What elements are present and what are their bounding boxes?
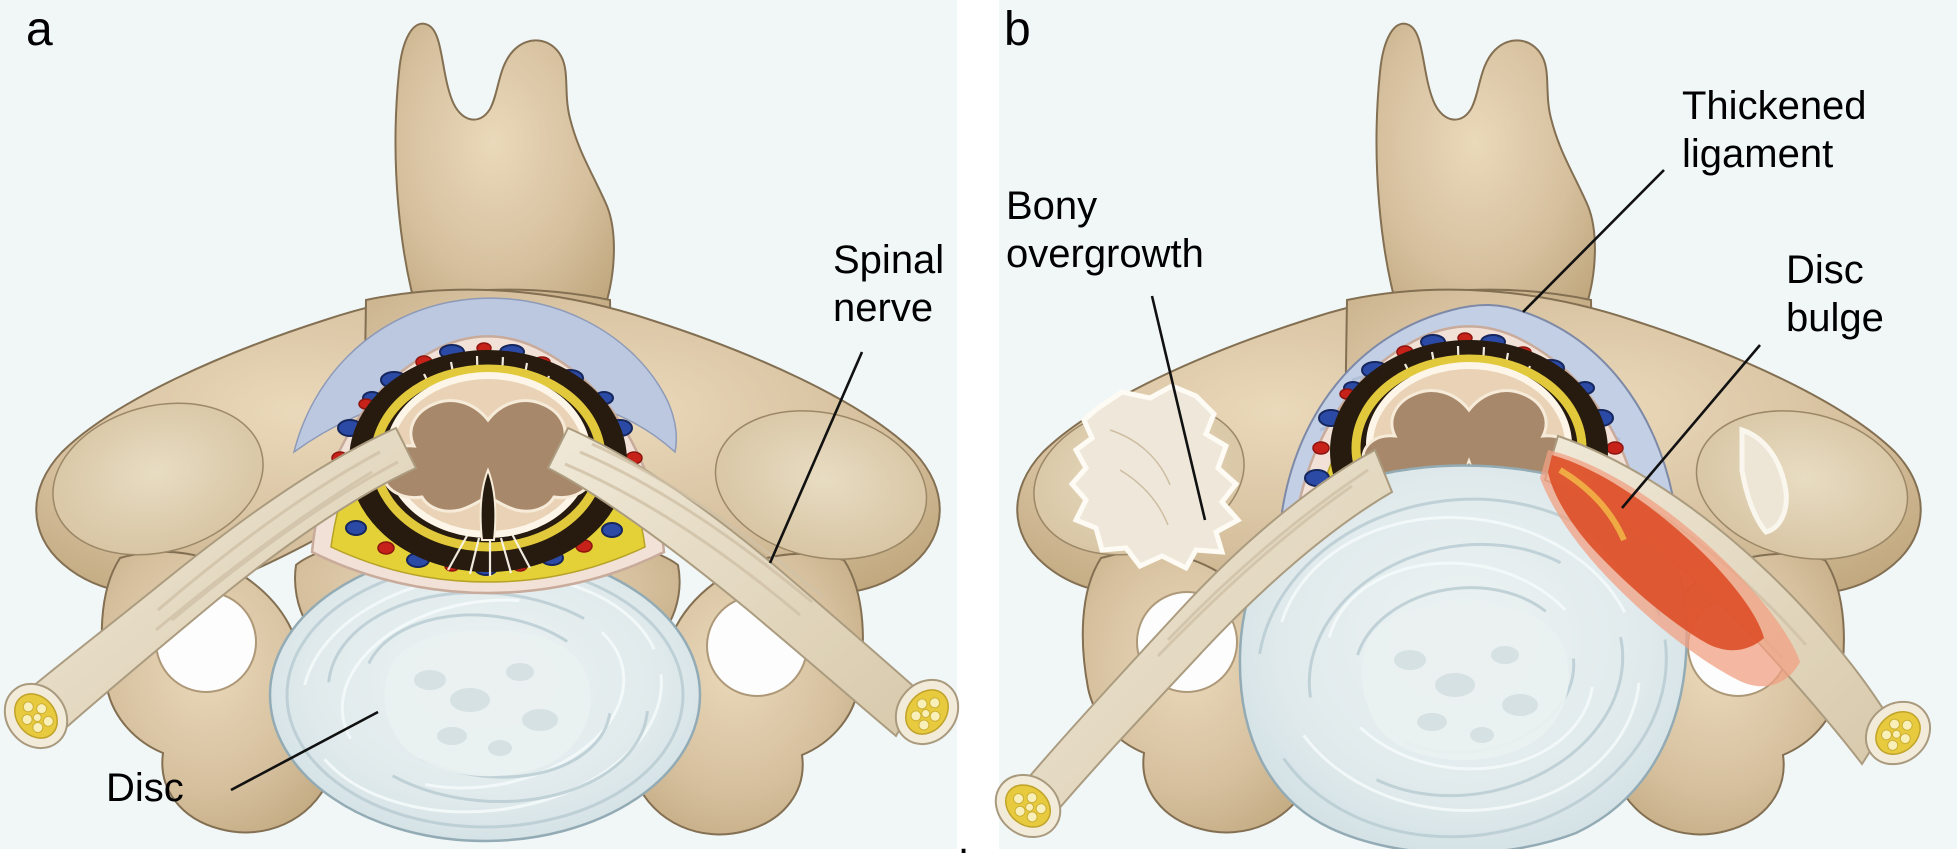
left-spinal-nerve — [0, 426, 418, 762]
disc-bulge-label: Disc bulge — [1786, 248, 1884, 340]
panel-a-illustration — [0, 22, 973, 843]
caption-period: . — [958, 818, 970, 862]
right-spinal-nerve — [546, 426, 973, 758]
thickened-ligament-label: Thickened ligament — [1682, 84, 1867, 176]
panel-a-letter: a — [26, 3, 53, 56]
left-spinal-nerve — [982, 448, 1394, 849]
bony-overgrowth-shape — [1068, 383, 1789, 572]
compression-rim — [1558, 467, 1627, 542]
spinal-nerve-label: Spinal nerve — [833, 238, 945, 330]
disc-bulge-leader-line — [1621, 344, 1761, 509]
panel-b-letter: b — [1004, 3, 1031, 56]
thickened-ligament-leader-line — [1522, 169, 1665, 313]
inflamed-right-spinal-nerve — [1540, 434, 1944, 779]
bony-overgrowth-leader-line — [1150, 295, 1207, 521]
bony-overgrowth-label: Bony overgrowth — [1006, 184, 1204, 276]
panel-b-illustration — [982, 22, 1944, 849]
disc-leader-line — [230, 710, 379, 792]
disc-label: Disc — [106, 766, 184, 810]
spinal-nerve-leader-line — [768, 351, 864, 564]
disc-bulge-shape — [1238, 464, 1688, 849]
